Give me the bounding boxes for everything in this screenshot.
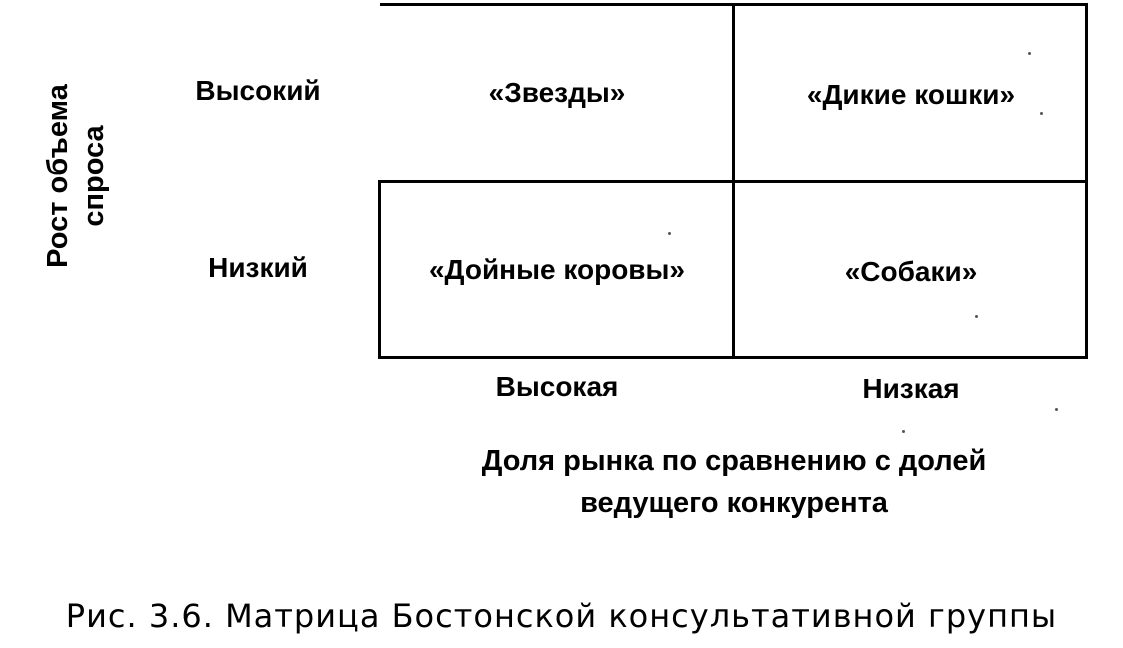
figure-caption: Рис. 3.6. Матрица Бостонской консультати… <box>65 597 1058 635</box>
x-axis-label: Доля рынка по сравнению с долей ведущего… <box>380 440 1088 524</box>
cell-wild-cats: «Дикие кошки» <box>806 79 1016 110</box>
scan-speck <box>902 430 905 433</box>
matrix-middle-vertical <box>732 3 735 359</box>
matrix-right-border <box>1085 3 1088 359</box>
scan-speck <box>1028 52 1031 55</box>
row-label-low: Низкий <box>208 252 308 283</box>
scan-speck <box>668 232 671 235</box>
cell-stars: «Звезды» <box>488 77 626 108</box>
col-label-high: Высокая <box>495 371 619 402</box>
cell-dogs: «Собаки» <box>844 256 978 287</box>
scan-speck <box>1055 408 1058 411</box>
scan-speck <box>975 315 978 318</box>
x-axis-label-line2: ведущего конкурента <box>580 487 888 519</box>
x-axis-label-line1: Доля рынка по сравнению с долей <box>481 445 987 477</box>
col-label-low: Низкая <box>862 373 960 404</box>
scan-speck <box>1040 112 1043 115</box>
cell-cash-cows: «Дойные коровы» <box>428 254 685 285</box>
matrix-left-border <box>378 180 381 359</box>
row-label-high: Высокий <box>195 75 321 106</box>
